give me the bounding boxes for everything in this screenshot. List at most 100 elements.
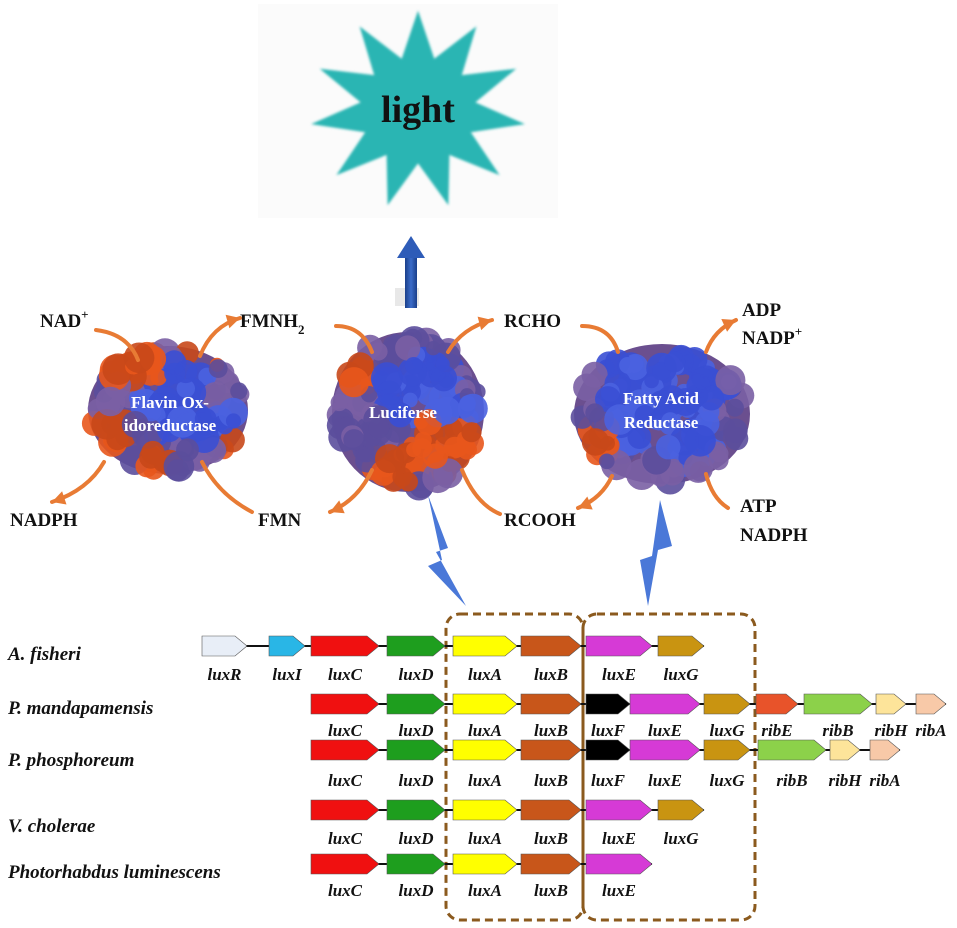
organism-name: P. mandapamensis xyxy=(7,698,153,719)
gene-label-ribB: ribB xyxy=(776,771,807,790)
arrowhead-icon xyxy=(477,316,492,331)
luxEG-box xyxy=(581,612,757,922)
gene-arrow-luxG xyxy=(703,739,751,761)
gene-arrow-luxD xyxy=(386,635,446,657)
gene-arrow-luxB xyxy=(520,739,582,761)
gene-label-luxB: luxB xyxy=(534,721,568,740)
gene-arrow-luxG xyxy=(703,693,751,715)
luxAB-box xyxy=(444,612,585,922)
gene-label-luxD: luxD xyxy=(399,721,434,740)
gene-label-ribH: ribH xyxy=(828,771,862,790)
rcho-label: RCHO xyxy=(504,311,561,332)
gene-arrow-ribH xyxy=(875,693,907,715)
gene-arrow-luxC xyxy=(310,853,380,875)
atp-label: ATP xyxy=(740,496,777,517)
gene-arrow-luxF xyxy=(585,693,631,715)
up-arrow-icon xyxy=(395,236,425,308)
reaction-arrows xyxy=(50,314,738,516)
gene-arrow-ribB xyxy=(803,693,873,715)
gene-label-luxG: luxG xyxy=(710,771,746,790)
gene-arrow-luxA xyxy=(452,739,518,761)
gene-arrow-luxC xyxy=(310,799,380,821)
gene-label-luxD: luxD xyxy=(399,771,434,790)
gene-label-ribE: ribE xyxy=(761,721,792,740)
gene-arrow-luxD xyxy=(386,739,446,761)
gene-label-luxA: luxA xyxy=(468,665,502,684)
gene-arrow-ribH xyxy=(829,739,861,761)
organism-name: Photorhabdus luminescens xyxy=(7,862,221,883)
reaction-arrow xyxy=(460,468,502,516)
gene-label-luxF: luxF xyxy=(591,771,626,790)
gene-label-luxE: luxE xyxy=(648,771,682,790)
gene-arrow-luxG xyxy=(657,635,705,657)
arrowhead-icon xyxy=(225,314,240,329)
gene-label-luxG: luxG xyxy=(664,829,700,848)
gene-arrow-luxR xyxy=(201,635,248,657)
gene-arrow-luxF xyxy=(585,739,631,761)
flavin-label-line1: Flavin Ox- xyxy=(131,393,209,412)
gene-label-luxC: luxC xyxy=(328,771,363,790)
gene-label-luxE: luxE xyxy=(602,881,636,900)
fatty-acid-reductase-enzyme xyxy=(570,344,755,495)
reaction-arrow xyxy=(334,324,374,354)
luciferase-enzyme xyxy=(326,326,488,501)
gene-label-luxB: luxB xyxy=(534,829,568,848)
gene-arrow-luxC xyxy=(310,693,380,715)
gene-arrow-luxA xyxy=(452,853,518,875)
gene-arrow-luxD xyxy=(386,693,446,715)
gene-label-ribH: ribH xyxy=(874,721,908,740)
light-starburst xyxy=(311,10,525,206)
flavin-oxidoreductase-enzyme xyxy=(81,338,250,482)
gene-label-luxE: luxE xyxy=(648,721,682,740)
reaction-arrow xyxy=(200,460,254,514)
gene-label-luxI: luxI xyxy=(272,665,303,684)
fmnh2-label: FMNH2 xyxy=(240,311,305,337)
gene-label-ribB: ribB xyxy=(822,721,853,740)
operon-map: A. fisheri luxR luxI luxC luxD luxA luxB luxE lu… xyxy=(7,635,947,900)
gene-label-luxC: luxC xyxy=(328,721,363,740)
gene-label-ribA: ribA xyxy=(915,721,946,740)
gene-arrow-luxG xyxy=(657,799,705,821)
gene-arrow-luxD xyxy=(386,853,446,875)
organism-name: A. fisheri xyxy=(7,644,82,665)
gene-arrow-luxC xyxy=(310,635,380,657)
reaction-arrow xyxy=(94,328,140,362)
adp-label: ADP xyxy=(742,300,781,321)
flavin-label-line2: idoreductase xyxy=(124,416,217,435)
gene-arrow-luxD xyxy=(386,799,446,821)
gene-arrow-luxI xyxy=(268,635,306,657)
gene-label-luxA: luxA xyxy=(468,881,502,900)
gene-arrow-ribE xyxy=(755,693,799,715)
gene-label-luxG: luxG xyxy=(710,721,746,740)
organism-name: P. phosphoreum xyxy=(7,750,134,771)
gene-label-luxF: luxF xyxy=(591,721,626,740)
gene-arrow-luxB xyxy=(520,799,582,821)
gene-arrow-luxA xyxy=(452,693,518,715)
gene-arrow-luxA xyxy=(452,799,518,821)
gene-label-luxD: luxD xyxy=(399,881,434,900)
gene-label-luxC: luxC xyxy=(328,829,363,848)
arrowhead-icon xyxy=(721,319,736,332)
gene-label-luxA: luxA xyxy=(468,829,502,848)
gene-label-luxB: luxB xyxy=(534,881,568,900)
gene-arrow-luxB xyxy=(520,853,582,875)
gene-arrow-luxE xyxy=(585,799,653,821)
nad-label: NAD+ xyxy=(40,307,89,332)
gene-label-luxC: luxC xyxy=(328,665,363,684)
gene-arrow-luxB xyxy=(520,635,582,657)
gene-arrow-ribB xyxy=(757,739,827,761)
lightning-bolt-icon xyxy=(640,500,672,606)
fmn-label: FMN xyxy=(258,510,302,531)
gene-label-luxA: luxA xyxy=(468,721,502,740)
gene-label-ribA: ribA xyxy=(869,771,900,790)
gene-arrow-luxE xyxy=(585,853,653,875)
rcooh-label: RCOOH xyxy=(504,510,576,531)
arrowhead-icon xyxy=(578,496,593,510)
reaction-arrow xyxy=(580,324,620,354)
gene-label-luxC: luxC xyxy=(328,881,363,900)
gene-arrow-luxB xyxy=(520,693,582,715)
gene-label-luxR: luxR xyxy=(207,665,241,684)
